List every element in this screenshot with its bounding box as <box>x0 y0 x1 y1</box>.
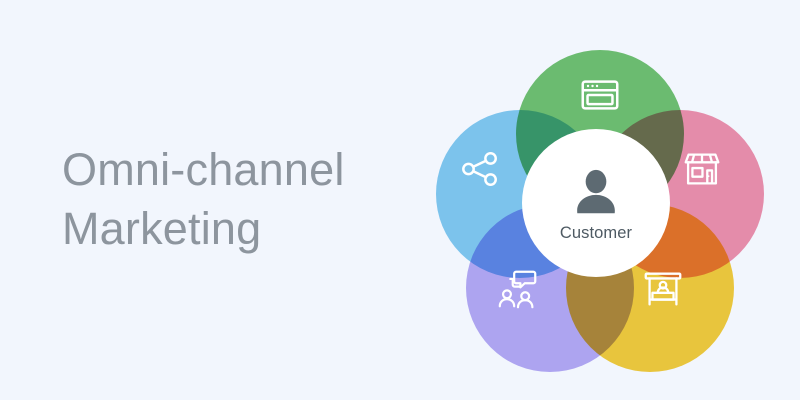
person-silhouette-icon <box>569 167 623 217</box>
omni-channel-venn-diagram: Customer <box>430 48 770 372</box>
page-title: Omni-channel Marketing <box>62 144 345 254</box>
customer-label: Customer <box>559 224 633 242</box>
customer-center-badge[interactable]: Customer <box>522 129 670 277</box>
